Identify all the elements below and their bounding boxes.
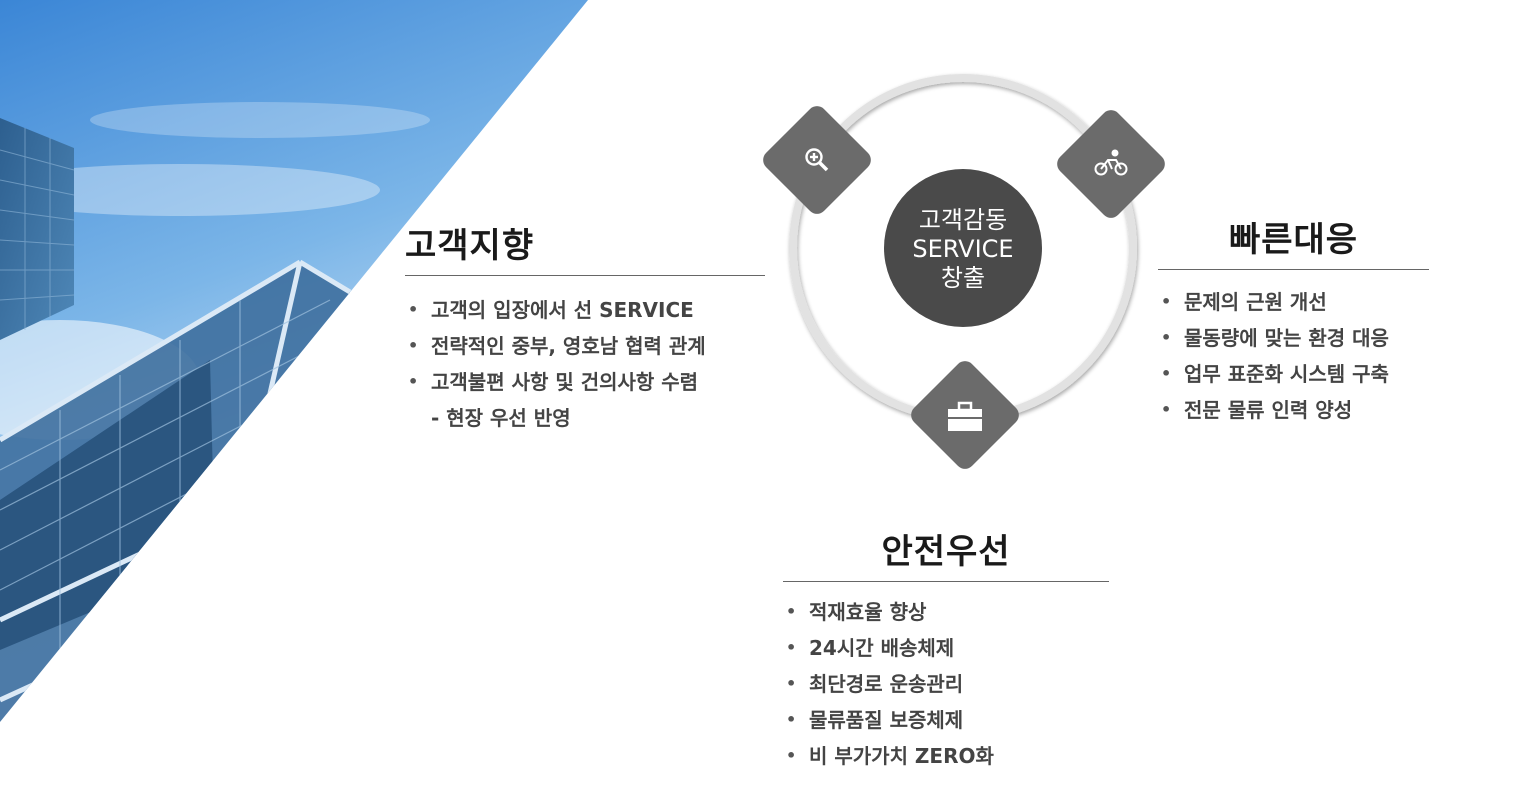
list-item: 전략적인 중부, 영호남 협력 관계 — [405, 328, 765, 364]
section-title-speed: 빠른대응 — [1158, 212, 1429, 270]
customer-list: 고객의 입장에서 선 SERVICE 전략적인 중부, 영호남 협력 관계 고객… — [405, 292, 765, 400]
zoom-in-icon — [805, 148, 829, 172]
diamond-safety — [911, 361, 1019, 469]
center-label-line2: SERVICE — [912, 234, 1014, 263]
diamond-speed — [1057, 110, 1165, 218]
list-item: 전문 물류 인력 양성 — [1158, 392, 1429, 428]
list-item: 물류품질 보증체제 — [783, 702, 1109, 738]
diamond-customer — [763, 106, 871, 214]
list-item: 문제의 근원 개선 — [1158, 284, 1429, 320]
section-safety: 안전우선 적재효율 향상 24시간 배송체제 최단경로 운송관리 물류품질 보증… — [783, 524, 1109, 774]
list-item: 비 부가가치 ZERO화 — [783, 738, 1109, 774]
list-item: 최단경로 운송관리 — [783, 666, 1109, 702]
section-speed: 빠른대응 문제의 근원 개선 물동량에 맞는 환경 대응 업무 표준화 시스템 … — [1158, 212, 1429, 428]
list-sub-item: - 현장 우선 반영 — [431, 406, 571, 430]
list-item: 24시간 배송체제 — [783, 630, 1109, 666]
center-label-line3: 창출 — [940, 263, 986, 292]
center-circle — [884, 169, 1042, 327]
safety-list: 적재효율 향상 24시간 배송체제 최단경로 운송관리 물류품질 보증체제 비 … — [783, 594, 1109, 774]
bicycle-icon — [1094, 149, 1128, 176]
list-item: 고객불편 사항 및 건의사항 수렴 — [405, 364, 765, 400]
briefcase-icon — [948, 401, 982, 431]
list-item: 물동량에 맞는 환경 대응 — [1158, 320, 1429, 356]
center-label-line1: 고객감동 — [918, 205, 1008, 234]
list-item: 업무 표준화 시스템 구축 — [1158, 356, 1429, 392]
list-item: 적재효율 향상 — [783, 594, 1109, 630]
list-item: 고객의 입장에서 선 SERVICE — [405, 292, 765, 328]
section-title-safety: 안전우선 — [783, 524, 1109, 582]
section-title-customer: 고객지향 — [405, 218, 765, 276]
speed-list: 문제의 근원 개선 물동량에 맞는 환경 대응 업무 표준화 시스템 구축 전문… — [1158, 284, 1429, 428]
center-label: 고객감동 SERVICE 창출 — [884, 170, 1042, 328]
section-customer: 고객지향 고객의 입장에서 선 SERVICE 전략적인 중부, 영호남 협력 … — [405, 218, 765, 436]
